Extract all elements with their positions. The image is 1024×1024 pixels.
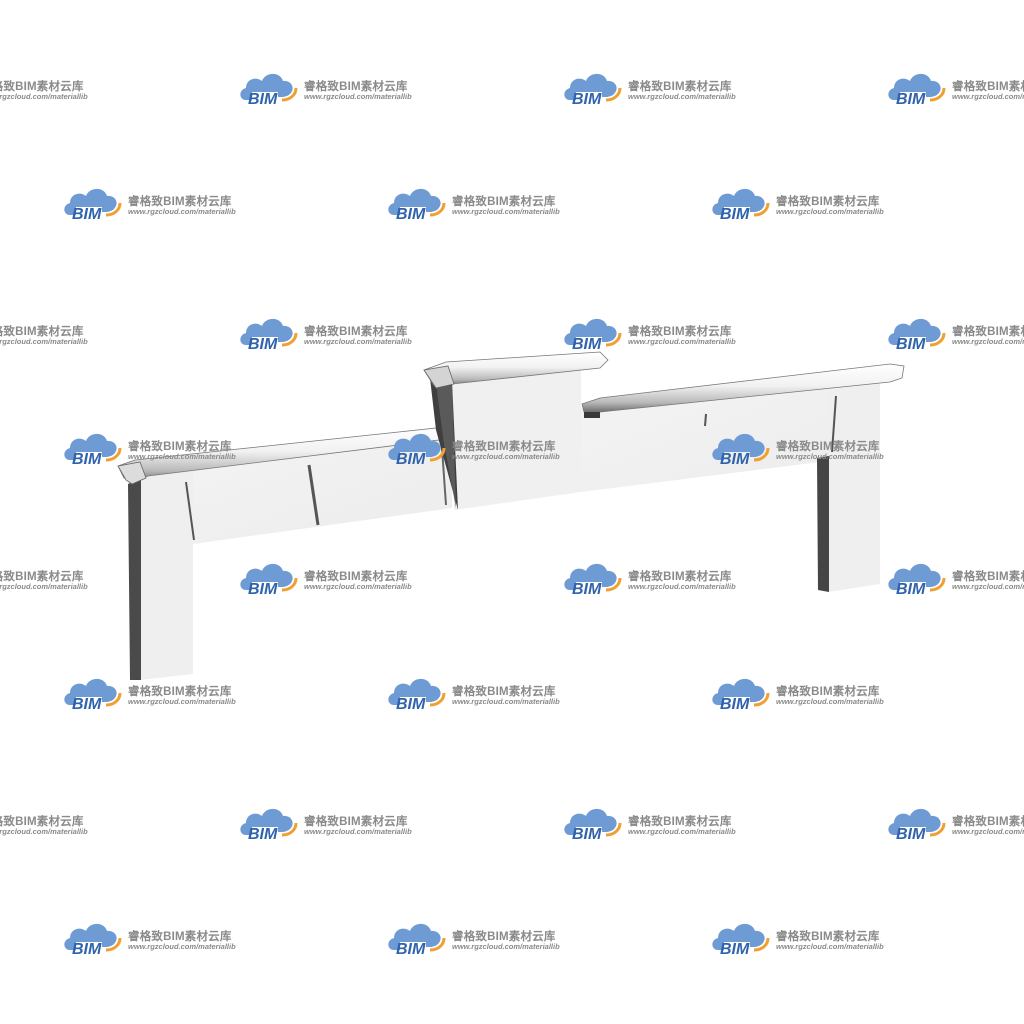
left-rail-panel [143, 436, 452, 544]
left-seam-2 [307, 464, 320, 526]
left-end-post [140, 468, 193, 680]
center-cap-end [423, 365, 455, 389]
right-seam-2 [704, 413, 707, 427]
right-end-post-side [817, 456, 829, 592]
right-cap-under [584, 412, 600, 418]
center-block-front [452, 366, 581, 510]
left-end-post-side [128, 478, 141, 680]
right-seam-1 [831, 395, 837, 453]
right-end-post [828, 384, 880, 592]
left-seam-1 [185, 481, 195, 541]
left-cap-end [117, 461, 147, 485]
center-block-side-light [436, 384, 456, 508]
